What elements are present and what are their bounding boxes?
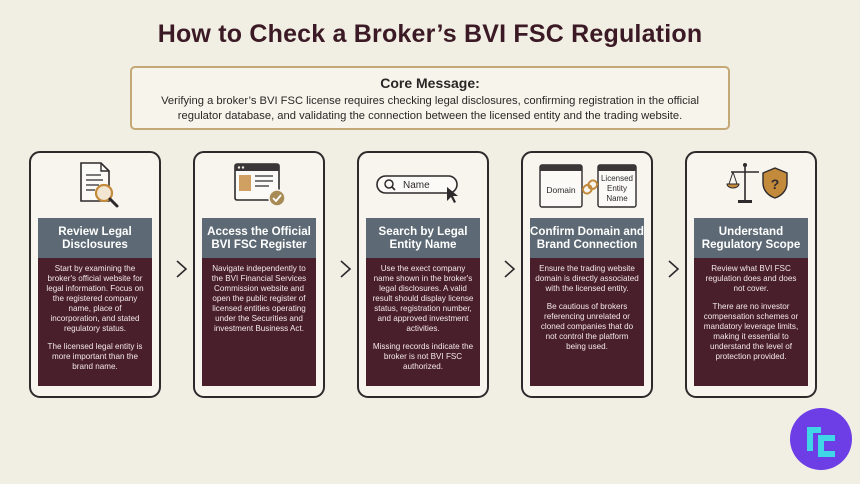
step-card-access-register: Access the Official BVI FSC Register Nav… [193,151,325,398]
step-paragraph: The licensed legal entity is more import… [47,342,143,371]
step-paragraph: There are no investor compensation schem… [703,302,799,361]
svg-text:Licensed: Licensed [601,174,633,183]
step-card-review-legal: Review Legal Disclosures Start by examin… [29,151,161,398]
svg-text:?: ? [771,176,780,192]
step-paragraph: Navigate independently to the BVI Financ… [211,264,307,333]
step-description: Navigate independently to the BVI Financ… [202,258,316,386]
step-card-regulatory-scope: ? Understand Regulatory Scope Review wha… [685,151,817,398]
step-paragraph: Ensure the trading website domain is dir… [535,264,639,293]
step-paragraph: Be cautious of brokers referencing unrel… [540,302,634,351]
step-description: Review what BVI FSC regulation does and … [694,258,808,386]
search-placeholder: Name [403,180,430,191]
step-paragraph: Review what BVI FSC regulation does and … [705,264,797,293]
search-bar-icon: Name [359,153,487,215]
chevron-right-icon [504,260,516,278]
step-title: Confirm Domain and Brand Connection [530,218,644,258]
brand-logo-icon [807,427,835,457]
brand-logo [790,408,852,470]
step-paragraph: Use the exect company name shown in the … [372,264,474,333]
chevron-right-icon [668,260,680,278]
step-description: Start by examining the broker's official… [38,258,152,386]
step-card-confirm-domain: Domain Licensed Entity Name Confirm Doma… [521,151,653,398]
step-card-search-entity: Name Search by Legal Entity Name Use the… [357,151,489,398]
svg-text:Name: Name [606,194,628,203]
step-description: Use the exect company name shown in the … [366,258,480,386]
core-message-text: Verifying a broker’s BVI FSC license req… [161,95,699,122]
step-title: Search by Legal Entity Name [366,218,480,258]
scale-shield-icon: ? [687,153,815,215]
domain-label: Domain [546,185,576,195]
page-title: How to Check a Broker’s BVI FSC Regulati… [157,20,703,48]
browser-check-icon [195,153,323,215]
core-message-box: Core Message: Verifying a broker’s BVI F… [130,66,730,130]
step-title: Review Legal Disclosures [38,218,152,258]
document-magnifier-icon [31,153,159,215]
domain-link-icon: Domain Licensed Entity Name [523,153,651,215]
core-message-title: Core Message: [380,75,480,91]
step-title: Understand Regulatory Scope [694,218,808,258]
step-description: Ensure the trading website domain is dir… [530,258,644,386]
chevron-right-icon [176,260,188,278]
chevron-right-icon [340,260,352,278]
step-paragraph: Missing records indicate the broker is n… [372,342,474,371]
step-title: Access the Official BVI FSC Register [202,218,316,258]
step-paragraph: Start by examining the broker's official… [46,264,144,333]
svg-text:Entity: Entity [607,184,627,193]
